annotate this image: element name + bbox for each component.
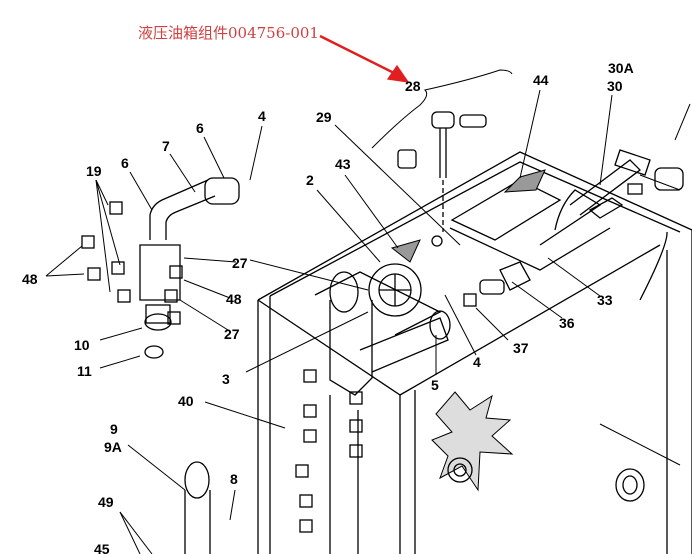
callout-37: 37	[513, 340, 529, 356]
callout-28: 28	[405, 78, 421, 94]
annotation-arrow	[319, 34, 410, 83]
callout-9a: 9A	[104, 439, 122, 455]
callout-29: 29	[316, 109, 332, 125]
callout-49: 49	[98, 494, 114, 510]
callout-33: 33	[597, 292, 613, 308]
callout-40: 40	[178, 393, 194, 409]
callout-5: 5	[431, 377, 439, 393]
callout-30a: 30A	[608, 60, 634, 76]
callout-44: 44	[533, 72, 549, 88]
callout-43: 43	[335, 156, 351, 172]
assembly-title: 液压油箱组件004756-001	[138, 24, 319, 42]
callout-6: 6	[196, 120, 204, 136]
callout-7: 7	[162, 138, 170, 154]
callout-36: 36	[559, 315, 575, 331]
callout-4: 4	[258, 108, 266, 124]
callout-3: 3	[222, 371, 230, 387]
callout-45: 45	[94, 541, 110, 554]
callout-27: 27	[224, 326, 240, 342]
callout-11: 11	[77, 363, 92, 379]
callout-2: 2	[306, 172, 314, 188]
fittings	[81, 183, 643, 533]
filler-cap-assembly	[368, 111, 487, 317]
callout-30: 30	[607, 78, 623, 94]
callout-48: 48	[22, 271, 38, 287]
callout-48: 48	[226, 291, 242, 307]
callout-27: 27	[232, 255, 248, 271]
callout-9: 9	[110, 421, 118, 437]
leader-lines	[45, 89, 691, 554]
callout-4: 4	[473, 354, 481, 370]
callout-6: 6	[121, 155, 129, 171]
pipe-assembly	[139, 149, 684, 554]
callout-8: 8	[230, 471, 238, 487]
callout-19: 19	[86, 163, 102, 179]
group-outline-28	[371, 69, 513, 149]
callout-10: 10	[74, 337, 90, 353]
hydraulic-tank	[257, 151, 692, 554]
